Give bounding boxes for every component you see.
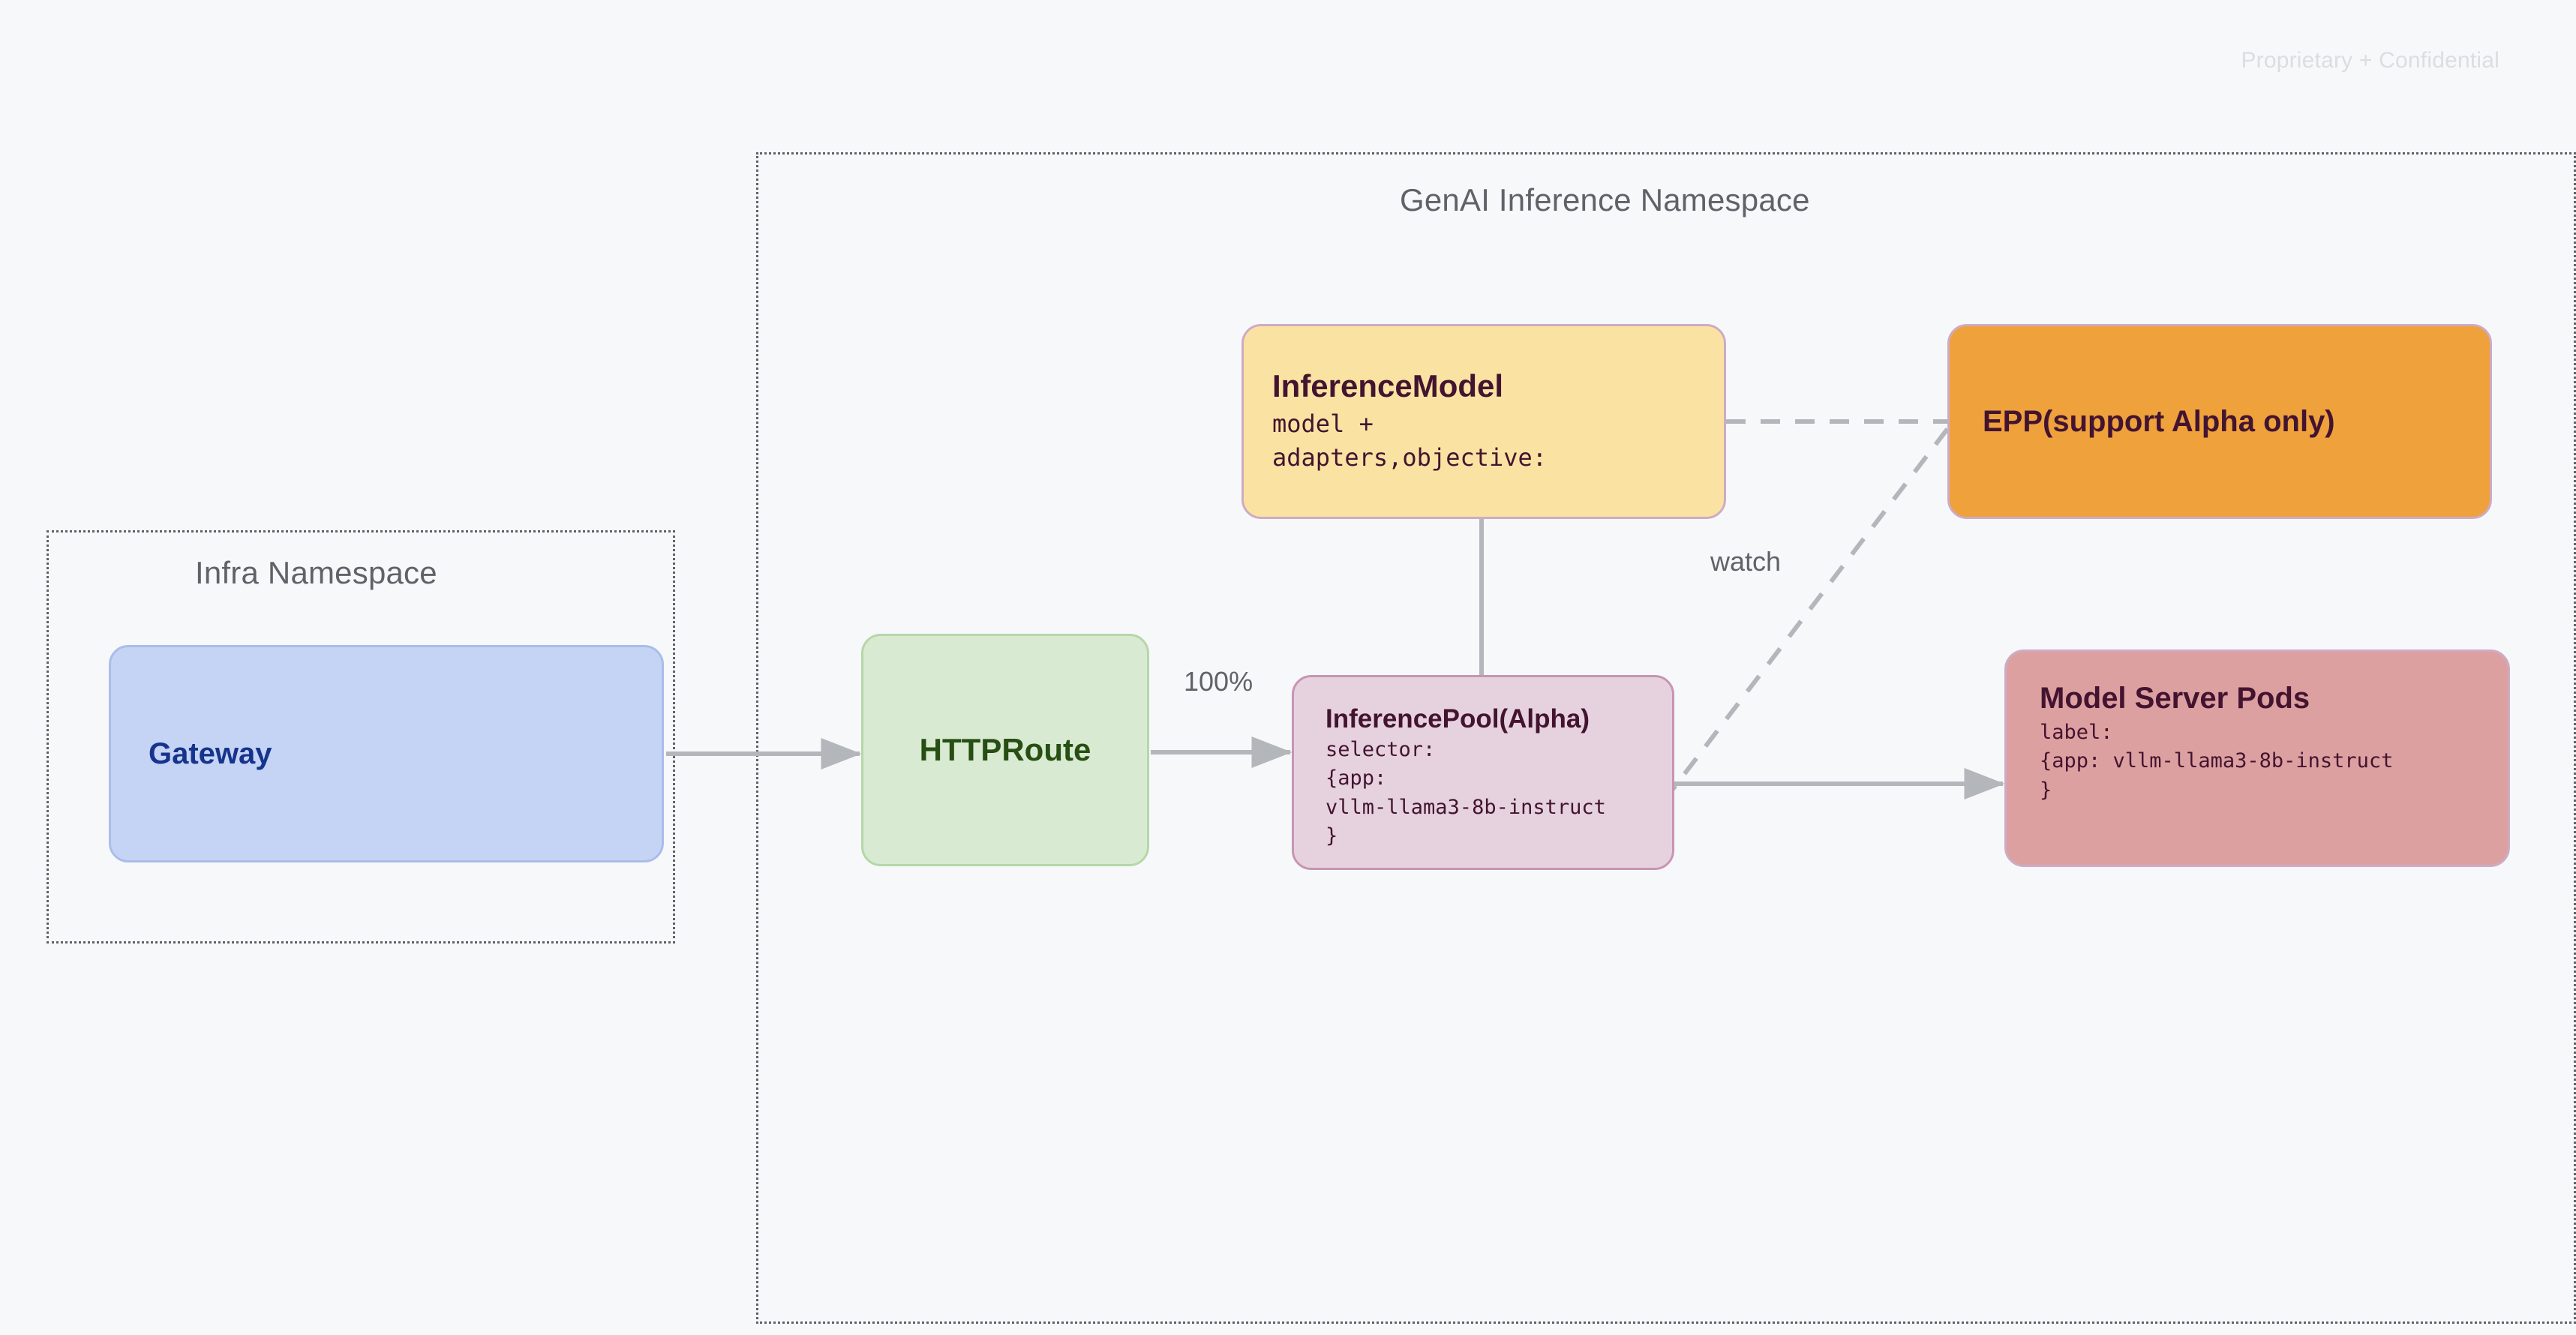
- node-inferencemodel-body: model + adapters,objective:: [1272, 409, 1548, 472]
- edge-label-traffic-weight: 100%: [1184, 666, 1253, 697]
- node-inferencemodel-title: InferenceModel: [1272, 368, 1504, 404]
- genai-namespace-container: [756, 152, 2576, 1324]
- watermark-proprietary-confidential: Proprietary + Confidential: [2241, 48, 2499, 73]
- edge-label-watch: watch: [1710, 546, 1782, 577]
- infra-namespace-container: [47, 530, 675, 944]
- node-inferencepool-title: InferencePool(Alpha): [1326, 704, 1590, 734]
- node-inferencepool[interactable]: InferencePool(Alpha) selector: {app: vll…: [1292, 675, 1674, 870]
- node-epp[interactable]: EPP(support Alpha only): [1947, 324, 2492, 519]
- infra-namespace-title: Infra Namespace: [195, 555, 437, 590]
- node-epp-title: EPP(support Alpha only): [1983, 404, 2335, 438]
- node-inferencemodel[interactable]: InferenceModel model + adapters,objectiv…: [1241, 324, 1726, 519]
- node-gateway-title: Gateway: [149, 736, 272, 770]
- node-modelserverpods[interactable]: Model Server Pods label: {app: vllm-llam…: [2004, 650, 2510, 867]
- node-gateway[interactable]: Gateway: [109, 645, 664, 862]
- node-httproute[interactable]: HTTPRoute: [861, 634, 1149, 866]
- genai-namespace-title: GenAI Inference Namespace: [1400, 182, 1810, 218]
- node-modelserverpods-title: Model Server Pods: [2040, 682, 2310, 715]
- node-modelserverpods-body: label: {app: vllm-llama3-8b-instruct }: [2040, 721, 2394, 802]
- node-httproute-title: HTTPRoute: [919, 732, 1091, 767]
- node-inferencepool-body: selector: {app: vllm-llama3-8b-instruct …: [1326, 738, 1606, 848]
